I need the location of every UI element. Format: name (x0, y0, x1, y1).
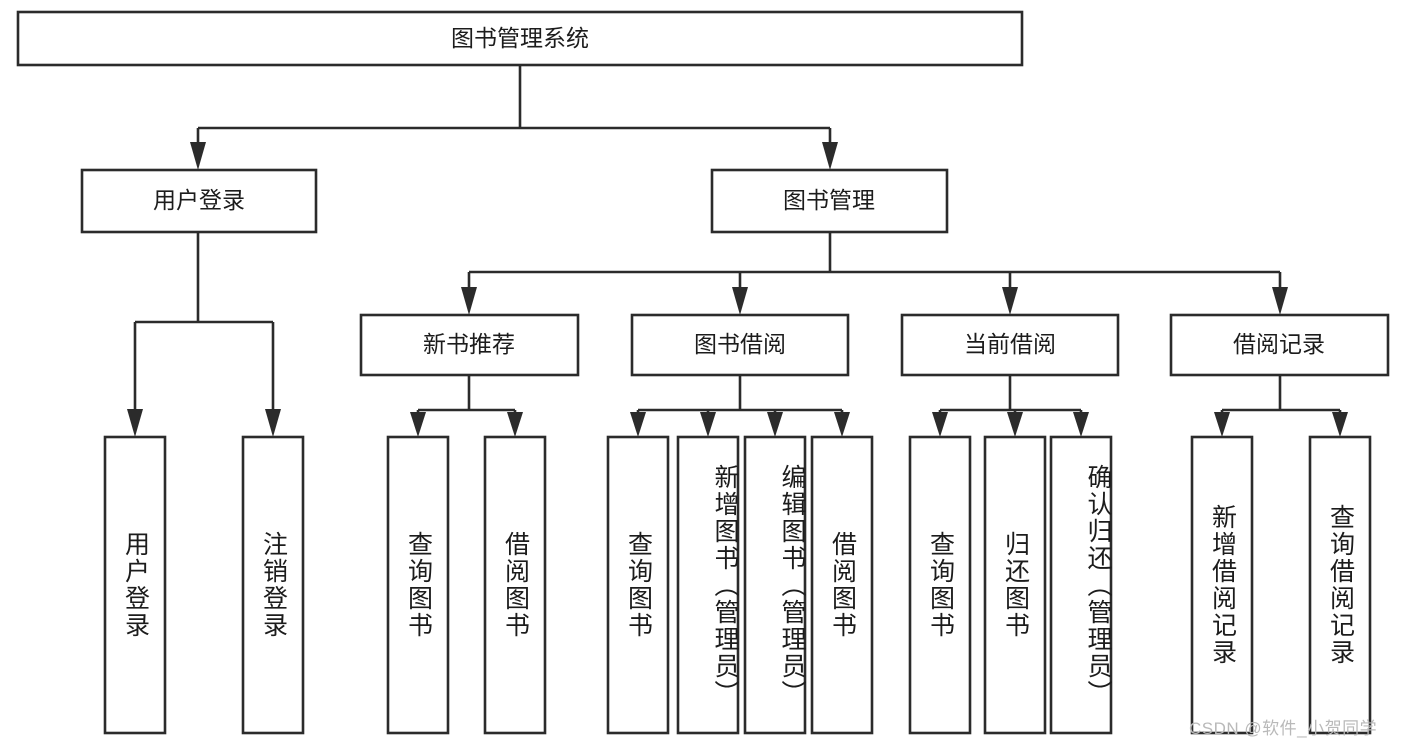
node-new-book-rec[interactable]: 新书推荐 (359, 313, 580, 377)
node-book-manage[interactable]: 图书管理 (710, 168, 949, 234)
arrow-head-leaf-add-book (700, 412, 716, 437)
node-leaf-query-book-cur-box[interactable] (908, 435, 972, 735)
node-book-borrow-box[interactable] (630, 313, 850, 377)
node-root-label: 图书管理系统 (451, 25, 589, 51)
arrow-head-leaf-borrow-book (834, 412, 850, 437)
connector-group-borrow-record-to-leaves (1214, 375, 1348, 437)
arrow-head-leaf-edit-book (767, 412, 783, 437)
arrow-head-borrow-record (1272, 287, 1288, 315)
connector-group-book-borrow-to-leaves (630, 375, 850, 437)
arrow-head-leaf-borrow-book-rec (507, 412, 523, 437)
node-borrow-record-box[interactable] (1169, 313, 1390, 377)
node-leaf-borrow-book-rec-box[interactable] (483, 435, 547, 735)
node-book-manage-box[interactable] (710, 168, 949, 234)
node-root-box[interactable] (16, 10, 1024, 67)
arrow-head-new-book-rec (461, 287, 477, 315)
node-leaf-user-login-box[interactable] (103, 435, 167, 735)
node-book-manage-label: 图书管理 (783, 187, 875, 213)
node-new-book-rec-box[interactable] (359, 313, 580, 377)
node-root[interactable]: 图书管理系统 (16, 10, 1024, 67)
node-book-borrow-label: 图书借阅 (694, 331, 786, 357)
arrow-head-leaf-query-book-borrow (630, 412, 646, 437)
node-leaf-add-book-box[interactable] (676, 435, 740, 735)
connector-group-current-borrow-to-leaves (932, 375, 1089, 437)
arrow-head-leaf-return-book (1007, 412, 1023, 437)
node-borrow-record[interactable]: 借阅记录 (1169, 313, 1390, 377)
node-current-borrow-box[interactable] (900, 313, 1120, 377)
node-leaf-borrow-book-box[interactable] (810, 435, 874, 735)
node-leaf-query-book-borrow-box[interactable] (606, 435, 670, 735)
node-current-borrow[interactable]: 当前借阅 (900, 313, 1120, 377)
arrow-head-leaf-query-record (1332, 412, 1348, 437)
csdn-watermark: CSDN @软件_小贺同学 (1189, 719, 1378, 738)
arrow-head-book-borrow (732, 287, 748, 315)
node-borrow-record-label: 借阅记录 (1233, 331, 1325, 357)
node-book-borrow[interactable]: 图书借阅 (630, 313, 850, 377)
node-user-login-box[interactable] (80, 168, 318, 234)
node-leaf-return-book-box[interactable] (983, 435, 1047, 735)
node-leaf-edit-book-box[interactable] (743, 435, 807, 735)
arrow-head-user-login (190, 142, 206, 170)
connector-group-root-to-level2 (190, 65, 838, 170)
node-leaf-query-record-box[interactable] (1308, 435, 1372, 735)
arrow-head-leaf-query-book-cur (932, 412, 948, 437)
node-user-login[interactable]: 用户登录 (80, 168, 318, 234)
node-leaf-confirm-return-box[interactable] (1049, 435, 1113, 735)
node-current-borrow-label: 当前借阅 (964, 331, 1056, 357)
arrow-head-leaf-add-record (1214, 412, 1230, 437)
node-leaf-add-record-box[interactable] (1190, 435, 1254, 735)
node-leaf-query-book-rec-box[interactable] (386, 435, 450, 735)
connector-group-new-book-rec-to-leaves (410, 375, 523, 437)
connector-group-book-manage-to-level3 (461, 232, 1288, 315)
arrow-head-leaf-logout (265, 409, 281, 437)
arrow-head-book-manage (822, 142, 838, 170)
node-new-book-rec-label: 新书推荐 (423, 331, 515, 357)
node-leaf-logout-box[interactable] (241, 435, 305, 735)
connector-group-user-login-to-leaves (127, 232, 281, 437)
arrow-head-leaf-user-login (127, 409, 143, 437)
arrow-head-current-borrow (1002, 287, 1018, 315)
leaf-box-group (103, 435, 1372, 735)
arrow-head-leaf-query-book-rec (410, 412, 426, 437)
node-user-login-label: 用户登录 (153, 187, 245, 213)
arrow-head-leaf-confirm-return (1073, 412, 1089, 437)
